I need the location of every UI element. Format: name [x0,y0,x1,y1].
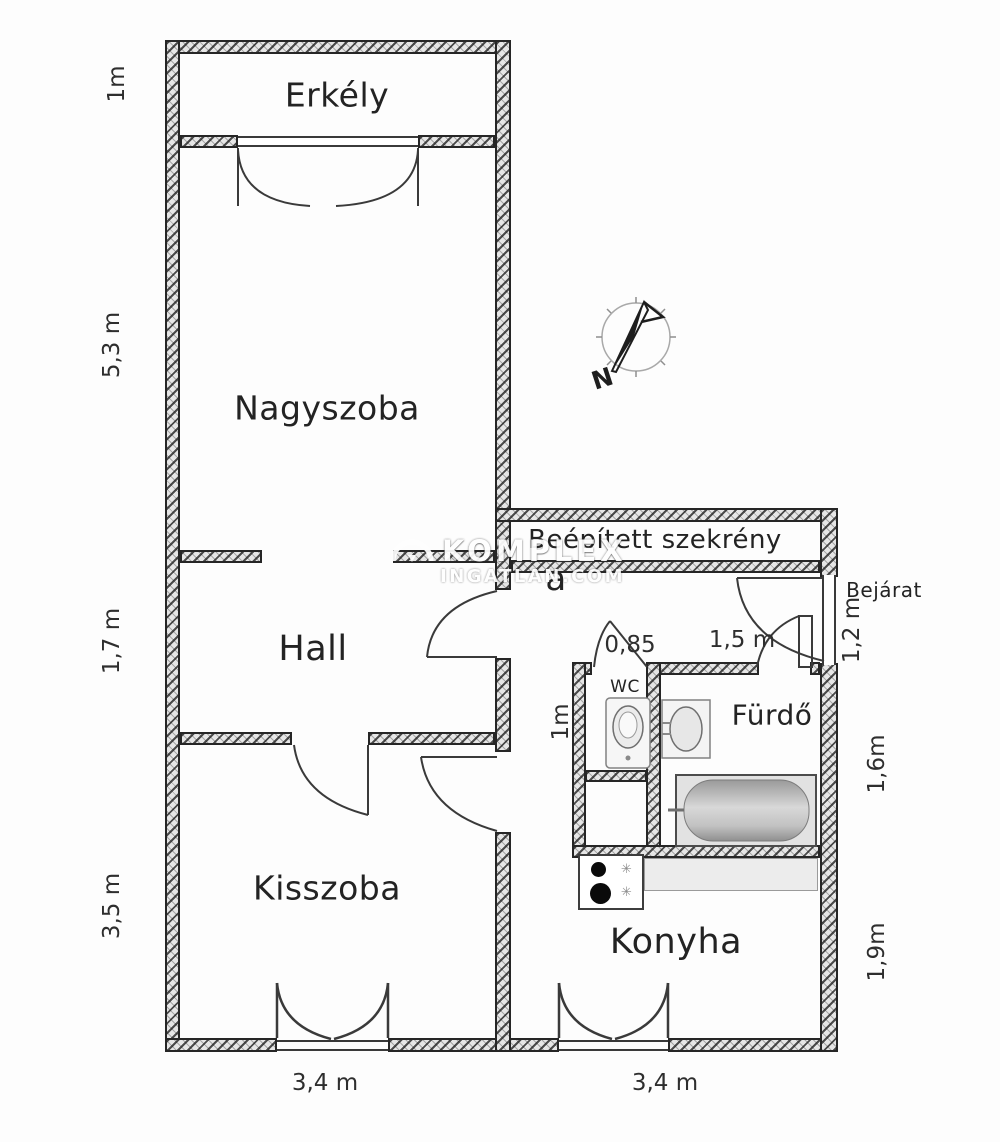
wall-segment [820,508,838,577]
dim-furdo-len: 1,6m [864,734,890,794]
stove-burner-icon [591,862,606,877]
dim-konyha-w: 3,4 m [631,1070,699,1096]
entrance-label: Bejárat [846,578,922,602]
wall-segment [668,1038,838,1052]
dim-nagyszoba-len: 5,3 m [99,311,125,379]
wall-segment [511,560,820,573]
wall-segment [368,732,495,745]
wall-segment [820,663,838,1052]
watermark-logo-icon [390,539,434,562]
window-sill [277,1040,388,1051]
room-label-hall: Hall [278,629,348,669]
hall-door-swing [426,590,498,658]
wall-segment [646,662,759,675]
dim-wc-door-w: 0,85 [604,632,656,658]
stove-icon [578,854,644,910]
dim-bejarat-w: 1,2 m [839,596,865,664]
wall-segment [646,662,661,857]
wall-segment [495,508,838,522]
sink-icon [661,699,711,759]
balcony-door-swing [237,148,419,207]
dim-corridor-w: 1m [548,703,574,741]
wall-segment [495,658,511,752]
wall-segment [388,1038,559,1052]
stove-knob-icon: ✳ [621,885,632,900]
wall-segment [180,732,292,745]
stove-knob-icon: ✳ [621,862,632,877]
kisszoba-door-swing [293,744,369,816]
dim-kisszoba-w: 3,4 m [291,1070,359,1096]
room-label-wc: WC [610,677,640,697]
room-label-eloszoba-partial: a [545,559,567,599]
room-label-erkely: Erkély [284,75,390,115]
wall-segment [495,40,511,590]
wall-segment [165,40,180,1052]
room-label-furdo: Fürdő [731,698,813,732]
balcony-door-threshold [238,136,418,147]
wall-segment [180,550,262,563]
dim-kisszoba-len: 3,5 m [99,872,125,940]
room-label-nagyszoba: Nagyszoba [234,388,420,428]
kisszoba-window-icon [275,982,390,1041]
konyha-window-icon [557,982,670,1041]
watermark-line1: KOMPLEX [442,534,627,568]
dim-erkely-depth: 1m [104,65,130,103]
watermark: KOMPLEX INGATLAN.COM [388,534,627,587]
kitchen-counter [644,858,818,891]
kisszoba-side-door-swing [420,756,498,832]
stove-burner-icon [590,883,611,904]
room-label-kisszoba: Kisszoba [253,868,401,908]
window-sill [559,1040,668,1051]
north-arrow-icon: N [588,297,676,396]
room-label-szekreny: Beépített szekrény [528,525,782,555]
wall-segment [585,770,647,782]
dim-eloszoba-w: 1,5 m [708,627,776,653]
wall-segment [572,662,586,857]
bathtub-icon [668,774,817,847]
compass-north-label: N [588,362,617,396]
wall-segment [165,40,510,54]
wall-segment [418,135,495,148]
room-label-konyha: Konyha [609,922,743,962]
toilet-icon [605,697,651,769]
wall-segment [165,1038,277,1052]
wall-segment [495,832,511,1052]
dim-hall-len: 1,7 m [99,607,125,675]
wall-segment [810,662,820,675]
entrance-opening [822,575,836,665]
watermark-line2: INGATLAN.COM [440,566,626,587]
dim-konyha-len: 1,9m [864,922,890,982]
wall-segment [180,135,238,148]
